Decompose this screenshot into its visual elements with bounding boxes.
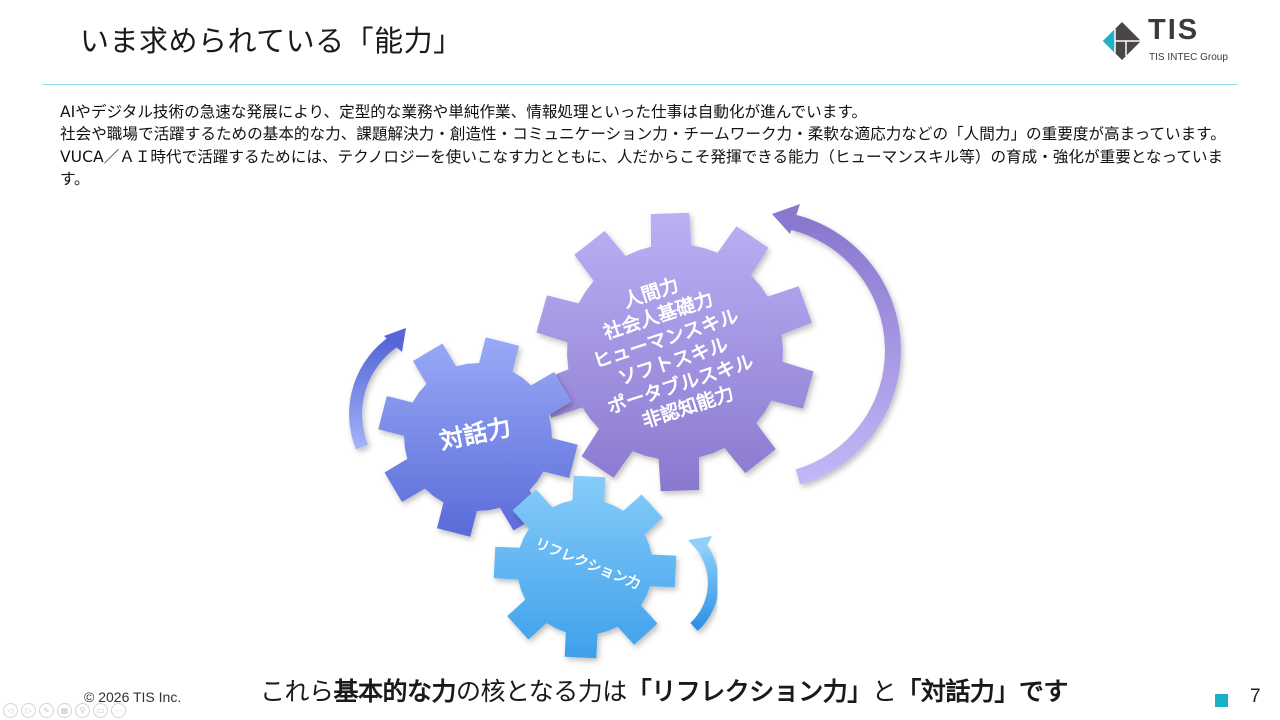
small-gear-icon <box>493 475 677 659</box>
skill-label: 社会人基礎力 <box>600 287 716 344</box>
subtitles-button[interactable]: ▭ <box>93 703 108 718</box>
logo-sub-text: TIS INTEC Group <box>1149 52 1228 63</box>
previous-slide-button[interactable]: ◁ <box>3 703 18 718</box>
key-message-emphasis: 基本的な力 <box>333 677 457 706</box>
slide-title: いま求められている「能力」 <box>80 24 463 58</box>
small-arrow-head-icon <box>688 536 712 556</box>
more-options-button[interactable]: ⋯ <box>111 703 126 718</box>
zoom-button[interactable]: ⚲ <box>75 703 90 718</box>
copyright: © 2026 TIS Inc. <box>84 689 182 705</box>
large-gear-labels: 人間力 社会人基礎力 ヒューマンスキル ソフトスキル ポータブルスキル 非認知能… <box>590 273 757 432</box>
company-logo: TIS TIS INTEC Group <box>1102 14 1242 66</box>
large-arrow-head-icon <box>772 204 800 234</box>
key-message: これら基本的な力の核となる力は「リフレクション力」と「対話力」です <box>260 672 1068 708</box>
medium-arrow-head-icon <box>384 328 406 352</box>
intro-paragraph-2: 社会や職場で活躍するための基本的な力、課題解決力・創造性・コミュニケーション力・… <box>60 125 1226 189</box>
page-number: 7 <box>1250 686 1261 707</box>
key-message-text: と <box>871 677 897 706</box>
page-marker <box>1215 694 1228 707</box>
header-divider <box>42 84 1238 85</box>
skill-label: ソフトスキル <box>616 334 731 390</box>
skill-label: 人間力 <box>620 273 681 312</box>
key-message-text: の核となる力は <box>456 677 627 706</box>
key-message-emphasis: 「リフレクション力」 <box>626 677 873 706</box>
all-slides-button[interactable]: ▦ <box>57 703 72 718</box>
skill-label: ポータブルスキル <box>605 350 757 419</box>
logo-brand-text: TIS <box>1148 14 1200 46</box>
intro-paragraph-1: AIやデジタル技術の急速な発展により、定型的な業務や単純作業、情報処理といった仕… <box>60 103 867 121</box>
medium-gear-icon <box>378 337 578 537</box>
large-gear-icon <box>536 212 814 492</box>
intro-text: AIやデジタル技術の急速な発展により、定型的な業務や単純作業、情報処理といった仕… <box>60 101 1245 191</box>
reflection-gear-label: リフレクション力 <box>533 535 643 593</box>
slideshow-toolbar: ◁ ▷ ✎ ▦ ⚲ ▭ ⋯ <box>3 703 126 718</box>
key-message-text: これら <box>260 677 334 706</box>
tis-logo-icon <box>1103 22 1141 60</box>
skill-label: 非認知能力 <box>639 381 736 432</box>
skill-label: ヒューマンスキル <box>590 305 741 373</box>
key-message-emphasis: 「対話力」です <box>896 677 1068 706</box>
large-rotation-arrow-icon <box>790 214 901 485</box>
medium-rotation-arrow-icon <box>349 334 400 450</box>
next-slide-button[interactable]: ▷ <box>21 703 36 718</box>
dialogue-gear-label: 対話力 <box>437 413 513 455</box>
pen-tool-button[interactable]: ✎ <box>39 703 54 718</box>
small-rotation-arrow-icon <box>690 541 719 632</box>
